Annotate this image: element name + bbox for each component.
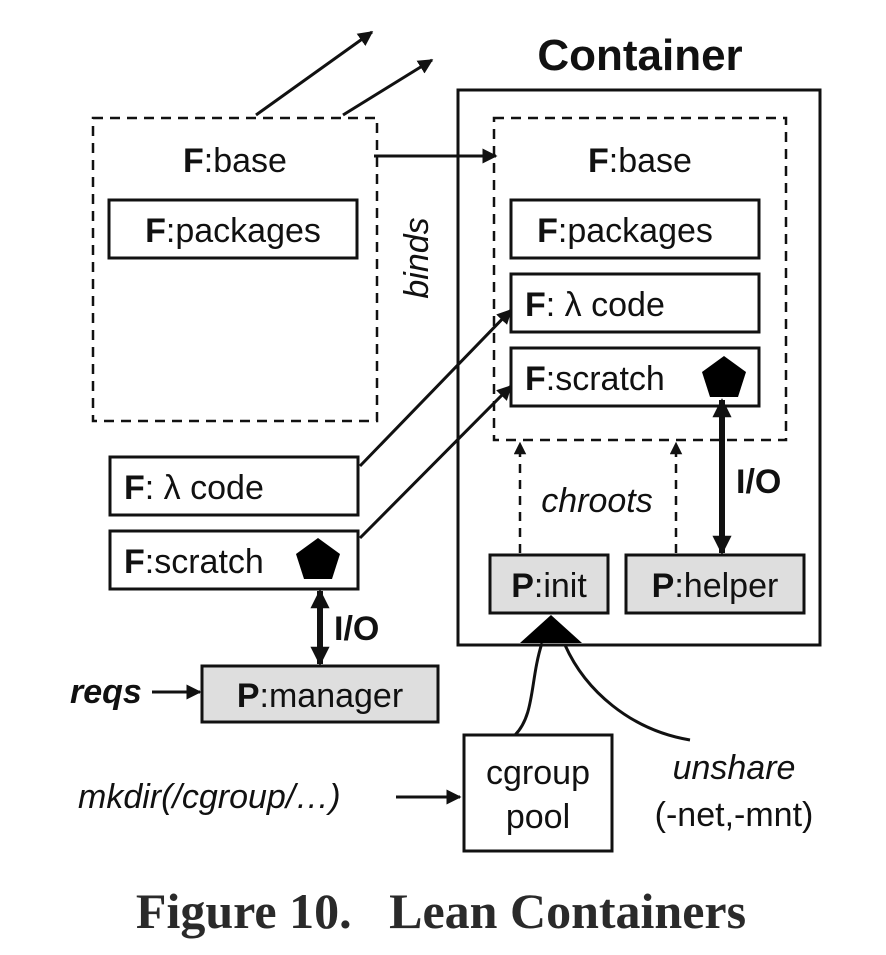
- container-lambda-code-box: [509, 272, 761, 334]
- host-packages-box: [107, 198, 359, 260]
- init-box: [488, 553, 610, 615]
- helper-box: [624, 553, 806, 615]
- cgroup-pool-box: [462, 733, 614, 853]
- host-base-label: F:base: [183, 142, 287, 180]
- cgroup-to-init-curve: [513, 642, 544, 737]
- host-base-region: [91, 116, 379, 423]
- unshare-to-init-curve: [563, 644, 691, 742]
- cgroup-label-line1: cgroup: [486, 754, 590, 792]
- host-packages-label: F:packages: [145, 212, 321, 250]
- host-scratch-label: F:scratch: [124, 543, 264, 581]
- reqs-label: reqs: [70, 673, 142, 711]
- unshare-label-line1: unshare: [673, 749, 796, 787]
- lambda-code-bind-arrow: [358, 308, 513, 468]
- chroots-label: chroots: [541, 482, 653, 520]
- scratch-bind-arrow: [358, 384, 513, 540]
- binds-label: binds: [398, 217, 436, 298]
- host-base-out-arrow-2: [342, 58, 434, 117]
- init-entry-arrowhead: [520, 615, 582, 643]
- container-packages-label: F:packages: [537, 212, 713, 250]
- mkdir-label: mkdir(/cgroup/…): [78, 778, 341, 816]
- host-scratch-pentagon-icon: [296, 538, 340, 579]
- unshare-label-line2: (-net,-mnt): [655, 796, 814, 834]
- host-lambda-code-label: F: λ code: [124, 469, 264, 507]
- right-io-label: I/O: [736, 463, 781, 501]
- container-title: Container: [537, 31, 742, 80]
- left-io-label: I/O: [334, 610, 379, 648]
- container-scratch-label: F:scratch: [525, 360, 665, 398]
- init-label: P:init: [511, 567, 587, 605]
- cgroup-label-line2: pool: [506, 798, 570, 836]
- host-base-out-arrow-1: [255, 30, 374, 117]
- manager-label: P:manager: [237, 677, 403, 715]
- container-lambda-code-label: F: λ code: [525, 286, 665, 324]
- container-base-region: [492, 116, 788, 442]
- container-packages-box: [509, 198, 761, 260]
- manager-box: [200, 664, 440, 724]
- container-scratch-pentagon-icon: [702, 356, 746, 397]
- container-base-label: F:base: [588, 142, 692, 180]
- figure-caption: Figure 10. Lean Containers: [136, 883, 746, 939]
- host-lambda-code-box: [108, 455, 360, 517]
- helper-label: P:helper: [652, 567, 779, 605]
